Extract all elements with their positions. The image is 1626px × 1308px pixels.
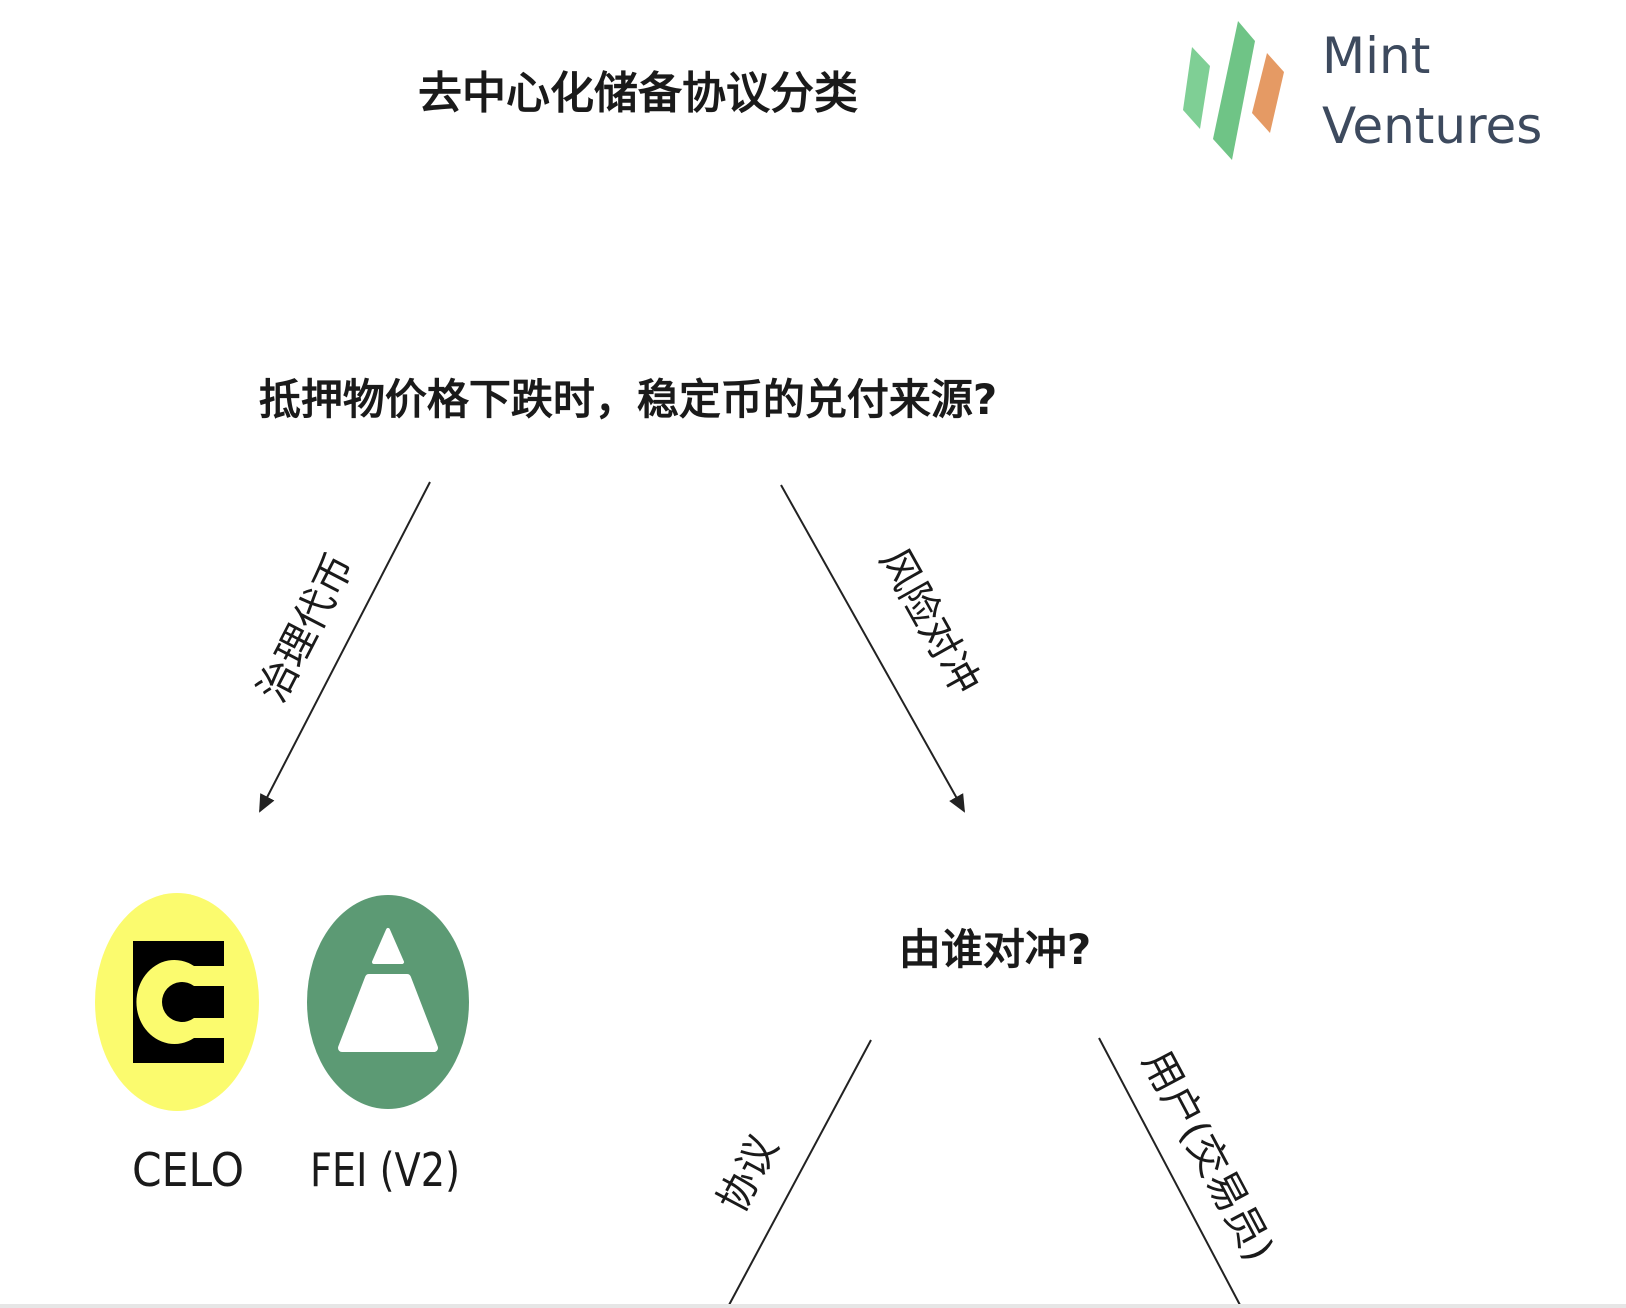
- fei-top-triangle-icon: [372, 928, 404, 964]
- bottom-divider: [0, 1304, 1626, 1308]
- diagram-title: 去中心化储备协议分类: [418, 68, 858, 119]
- mint-ventures-logo: Mint Ventures: [1183, 21, 1542, 160]
- line-protocol: [728, 1039, 872, 1306]
- main-question: 抵押物价格下跌时，稳定币的兑付来源?: [259, 375, 997, 424]
- sub-question: 由谁对冲?: [899, 925, 1091, 974]
- logo-bar-right: [1252, 53, 1284, 133]
- logo-text-ventures: Ventures: [1322, 97, 1542, 155]
- logo-bar-left: [1183, 47, 1210, 129]
- label-risk-hedge: 风险对冲: [870, 541, 988, 703]
- logo-text-mint: Mint: [1322, 27, 1430, 85]
- fei-logo: [307, 895, 469, 1109]
- example-celo-label: CELO: [132, 1143, 244, 1197]
- example-fei-label: FEI (V2): [310, 1143, 460, 1197]
- label-protocol: 协议: [709, 1128, 787, 1220]
- logo-bar-middle: [1213, 21, 1255, 160]
- label-user-trader: 用户(交易员): [1133, 1043, 1282, 1269]
- label-governance-token: 治理代币: [249, 546, 363, 709]
- arrow-governance-token: [259, 481, 431, 813]
- line-user-trader: [1098, 1037, 1241, 1306]
- celo-logo: [95, 893, 259, 1111]
- celo-c-icon: [136, 960, 224, 1044]
- fei-bottom-trapezoid-icon: [338, 974, 438, 1052]
- arrow-risk-hedge: [780, 484, 965, 813]
